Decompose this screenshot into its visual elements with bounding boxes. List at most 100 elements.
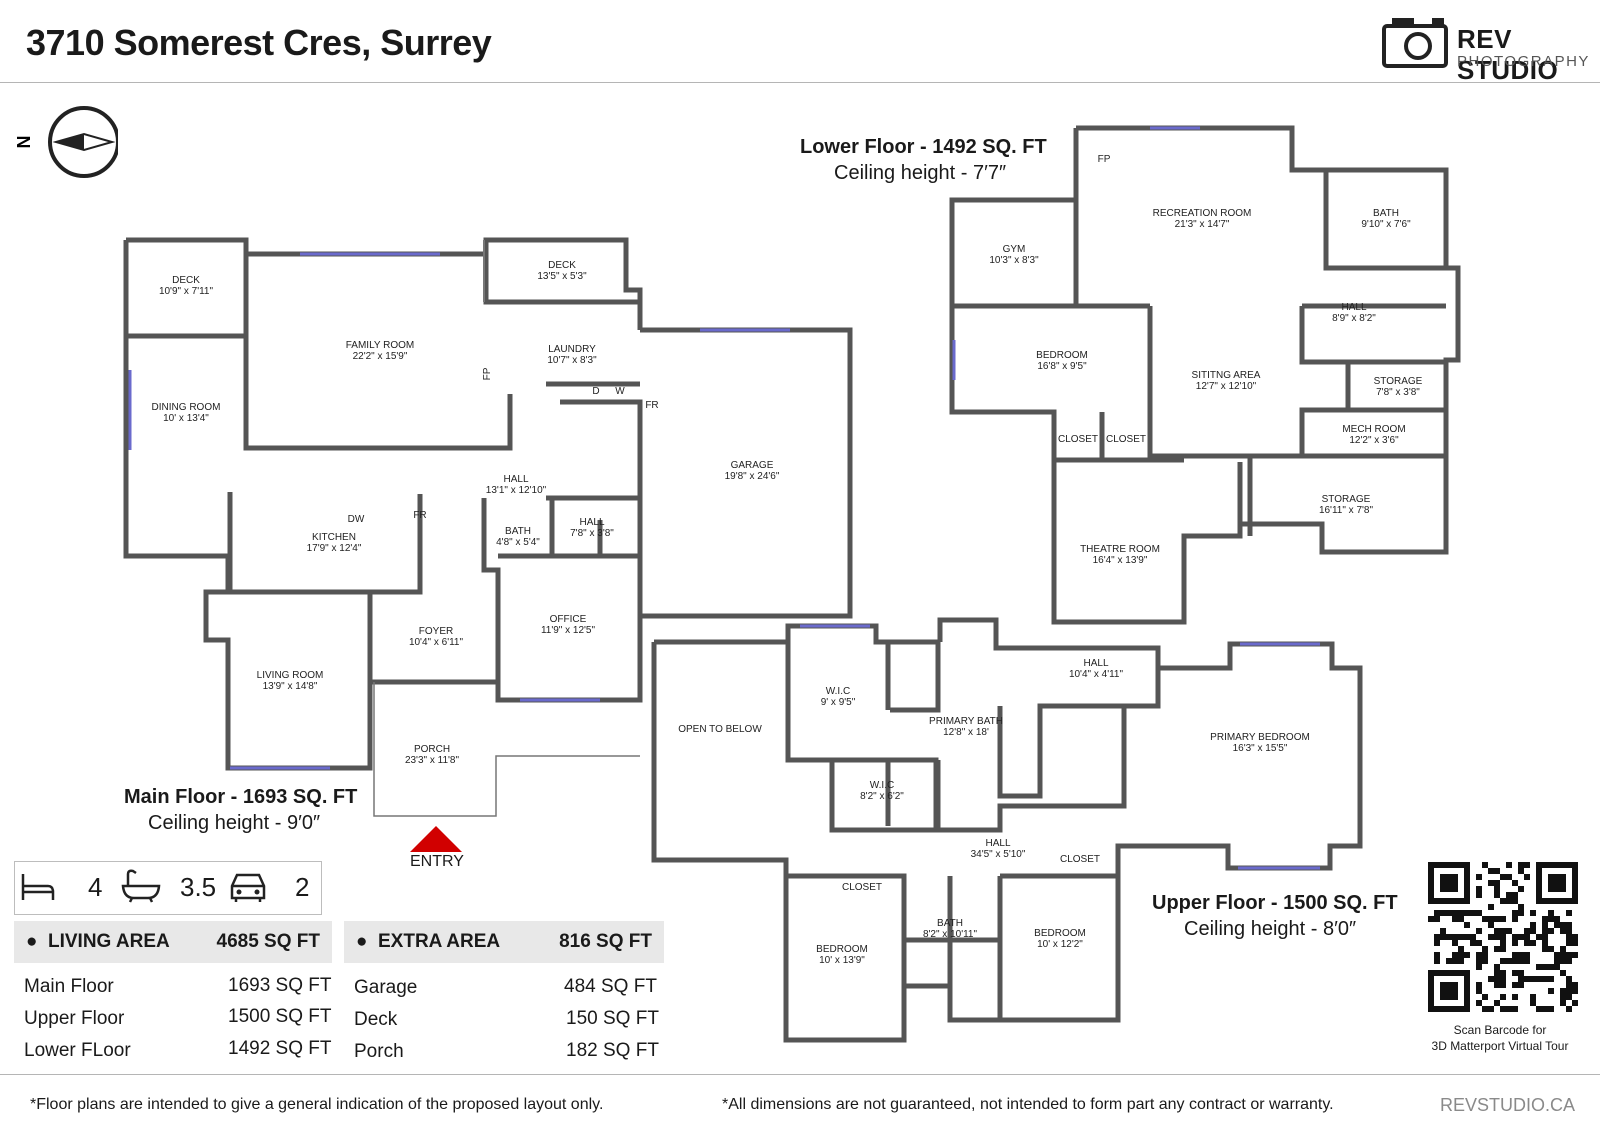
footer-disclaimer-left: *Floor plans are intended to give a gene… xyxy=(30,1096,604,1113)
room-dim: 11'9" x 12'5" xyxy=(541,625,596,636)
main-floor-title: Main Floor - 1693 SQ. FT xyxy=(124,786,358,808)
room-name: DECK xyxy=(548,260,576,271)
room-name: STORAGE xyxy=(1374,376,1423,387)
room-name: BEDROOM xyxy=(816,944,868,955)
room-dim: 13'9" x 14'8" xyxy=(263,681,318,692)
room-dim: 7'8" x 3'8" xyxy=(1376,387,1420,398)
extra-area-header: ● EXTRA AREA 816 SQ FT xyxy=(344,921,664,963)
page-title: 3710 Somerest Cres, Surrey xyxy=(26,22,492,63)
living-row-name: Lower FLoor xyxy=(24,1040,131,1061)
upper-floor-title: Upper Floor - 1500 SQ. FT xyxy=(1152,892,1398,914)
room-dim: 10' x 13'4" xyxy=(163,413,209,424)
extra-row-name: Garage xyxy=(354,977,418,998)
room-name: PORCH xyxy=(414,744,450,755)
entry-label: ENTRY xyxy=(410,853,464,870)
room-name: GYM xyxy=(1003,244,1026,255)
closet-label: CLOSET xyxy=(1106,434,1146,445)
room-dim: 7'8" x 3'8" xyxy=(570,528,614,539)
room-dim: 21'3" x 14'7" xyxy=(1175,219,1230,230)
car-icon xyxy=(230,873,266,902)
dishwasher-label: DW xyxy=(348,514,365,525)
closet-label: CLOSET xyxy=(1058,434,1098,445)
washer-label: W xyxy=(615,386,625,397)
footer-website-link[interactable]: REVSTUDIO.CA xyxy=(1440,1095,1576,1115)
room-name: LIVING ROOM xyxy=(257,670,324,681)
room-name: FOYER xyxy=(419,626,453,637)
lower-floor-title: Lower Floor - 1492 SQ. FT xyxy=(800,136,1047,158)
room-dim: 12'7" x 12'10" xyxy=(1196,381,1257,392)
extra-row-name: Porch xyxy=(354,1041,404,1062)
room-name: PRIMARY BEDROOM xyxy=(1210,732,1310,743)
living-area-label: LIVING AREA xyxy=(48,931,170,952)
room-dim: 16'8" x 9'5" xyxy=(1037,361,1087,372)
room-name: BEDROOM xyxy=(1036,350,1088,361)
room-dim: 8'2" x 10'11" xyxy=(923,929,978,940)
fridge-label: FR xyxy=(645,400,658,411)
bedroom-count: 4 xyxy=(88,872,103,902)
lower-floor-walls xyxy=(949,125,1461,625)
room-dim: 10'3" x 8'3" xyxy=(989,255,1039,266)
living-row-value: 1500 SQ FT xyxy=(228,1006,332,1027)
footer-disclaimer-mid: *All dimensions are not guaranteed, not … xyxy=(722,1096,1334,1113)
extra-area-label: EXTRA AREA xyxy=(378,931,501,952)
room-name: KITCHEN xyxy=(312,532,356,543)
upper-floor-labels: W.I.C 9' x 9'5" HALL 10'4" x 4'11" OPEN … xyxy=(678,658,1310,966)
room-dim: 22'2" x 15'9" xyxy=(353,351,408,362)
living-row-value: 1492 SQ FT xyxy=(228,1038,332,1059)
camera-icon xyxy=(1382,18,1448,68)
room-dim: 10'4" x 4'11" xyxy=(1069,669,1124,680)
room-name: HALL xyxy=(1083,658,1108,669)
room-name: BATH xyxy=(505,526,531,537)
closet-label: CLOSET xyxy=(842,882,882,893)
compass-icon: N xyxy=(14,106,118,178)
room-dim: 13'5" x 5'3" xyxy=(537,271,587,282)
garage-count: 2 xyxy=(295,872,310,902)
room-name: MECH ROOM xyxy=(1342,424,1405,435)
living-row-value: 1693 SQ FT xyxy=(228,975,332,996)
extra-row-value: 484 SQ FT xyxy=(564,976,657,997)
room-dim: 10' x 12'2" xyxy=(1037,939,1083,950)
room-dim: 9'10" x 7'6" xyxy=(1361,219,1411,230)
room-dim: 10'7" x 8'3" xyxy=(547,355,597,366)
fireplace-label: FP xyxy=(482,367,493,380)
room-dim: 8'9" x 8'2" xyxy=(1332,313,1376,324)
bed-icon xyxy=(21,874,55,900)
room-name: BATH xyxy=(937,918,963,929)
room-name: PRIMARY BATH xyxy=(929,716,1003,727)
room-name: BEDROOM xyxy=(1034,928,1086,939)
room-name: HALL xyxy=(503,474,528,485)
fridge-label: FR xyxy=(413,510,426,521)
room-name: BATH xyxy=(1373,208,1399,219)
room-name: SITITNG AREA xyxy=(1192,370,1261,381)
room-dim: 34'5" x 5'10" xyxy=(971,849,1026,860)
main-floor-ceiling: Ceiling height - 9′0″ xyxy=(148,812,321,834)
footer-divider xyxy=(0,1074,1600,1075)
fireplace-label: FP xyxy=(1098,154,1111,165)
upper-floor-ceiling: Ceiling height - 8′0″ xyxy=(1184,918,1357,940)
qr-caption-line1: Scan Barcode for xyxy=(1453,1023,1547,1037)
bullet-icon: ● xyxy=(356,931,368,952)
room-dim: 16'4" x 13'9" xyxy=(1093,555,1148,566)
room-name: W.I.C xyxy=(826,686,850,697)
header-divider xyxy=(0,82,1600,83)
bullet-icon: ● xyxy=(26,931,38,952)
room-dim: 16'3" x 15'5" xyxy=(1233,743,1288,754)
compass-north-label: N xyxy=(14,136,34,149)
qr-code[interactable] xyxy=(1428,862,1578,1012)
room-name: THEATRE ROOM xyxy=(1080,544,1160,555)
room-dim: 4'8" x 5'4" xyxy=(496,537,540,548)
open-to-below-label: OPEN TO BELOW xyxy=(678,724,762,735)
logo-subtitle: PHOTOGRAPHY xyxy=(1457,53,1590,70)
room-dim: 10' x 13'9" xyxy=(819,955,865,966)
room-dim: 10'4" x 6'11" xyxy=(409,637,464,648)
room-dim: 13'1" x 12'10" xyxy=(486,485,547,496)
room-name: FAMILY ROOM xyxy=(346,340,415,351)
extra-row-value: 182 SQ FT xyxy=(566,1040,659,1061)
lower-floor-labels: RECREATION ROOM 21'3" x 14'7" BATH 9'10"… xyxy=(989,154,1422,566)
qr-caption: Scan Barcode for 3D Matterport Virtual T… xyxy=(1420,1022,1580,1054)
room-name: DINING ROOM xyxy=(152,402,221,413)
qr-caption-line2: 3D Matterport Virtual Tour xyxy=(1431,1039,1569,1053)
dryer-label: D xyxy=(592,386,599,397)
bathroom-count: 3.5 xyxy=(180,872,217,902)
